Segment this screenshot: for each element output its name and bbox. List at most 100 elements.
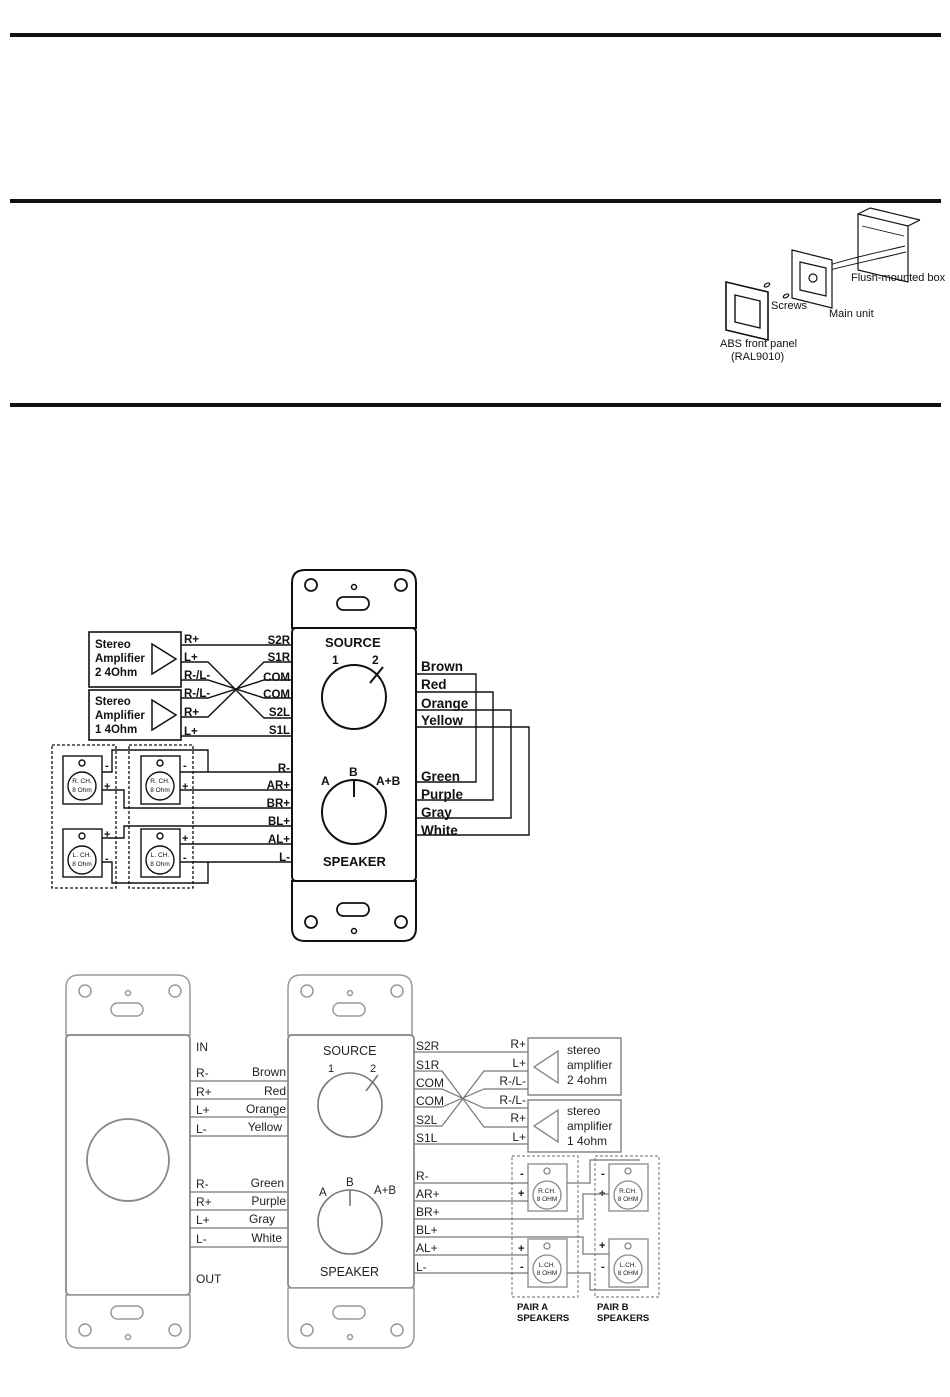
d2-source-label: SOURCE <box>323 1044 376 1058</box>
d2-speaker-wires <box>414 1159 640 1291</box>
d1-term-l-minus: L- <box>279 852 290 864</box>
d2-pair-b-label: PAIR B <box>597 1302 629 1313</box>
d1-speaker-b: B <box>349 765 358 779</box>
d2-rch-b-label: R.CH. <box>619 1188 637 1195</box>
d1-term-s2r: S2R <box>268 635 291 647</box>
d1-source-2: 2 <box>372 653 379 667</box>
d2-term-br-plus: BR+ <box>416 1205 440 1219</box>
d2-lch-b-ohm: 8 OHM <box>618 1270 639 1277</box>
d1-amp2-line3: 2 4Ohm <box>95 667 137 679</box>
d1-wire-red: Red <box>421 677 447 692</box>
d1-term-com-1: COM <box>263 672 290 684</box>
d2-selector-module <box>287 974 415 1349</box>
d1-source-knob <box>321 664 387 730</box>
d1-source-label: SOURCE <box>325 635 381 650</box>
section-rule-top <box>10 33 941 37</box>
front-panel-label: ABS front panel <box>720 338 797 350</box>
flush-box-shape <box>857 213 909 283</box>
d2-amp2-line3: 2 4ohm <box>567 1073 607 1087</box>
d2-pair-a-outline <box>511 1155 579 1298</box>
d1-term-br-plus: BR+ <box>267 798 291 810</box>
d2-term-s1l: S1L <box>416 1131 438 1145</box>
d1-amp2-line1: Stereo <box>95 639 131 651</box>
d2-speaker-label: SPEAKER <box>320 1265 379 1279</box>
d2-amp1-pin-common: R-/L- <box>499 1093 526 1107</box>
d1-spk-sign: + <box>104 829 110 841</box>
d2-pair-a-speakers: SPEAKERS <box>517 1313 569 1324</box>
d1-color-wires <box>416 673 530 836</box>
screws-label: Screws <box>771 300 808 312</box>
d1-term-s1r: S1R <box>268 652 291 664</box>
section-rule-bottom <box>10 403 941 407</box>
d2-speaker-a: A <box>319 1187 327 1199</box>
d2-volume-module <box>65 974 191 1349</box>
d1-lch-a-label: L. CH. <box>151 852 170 859</box>
d1-spk-sign: - <box>105 760 109 772</box>
d2-term-bl-plus: BL+ <box>416 1223 438 1237</box>
d1-rch-b-ohm: 8 Ohm <box>72 787 92 794</box>
d2-spk-sign: - <box>601 1261 605 1273</box>
d1-wire-orange: Orange <box>421 696 469 711</box>
d2-pair-b-outline <box>594 1155 660 1298</box>
d1-amp1-pin-l-plus: L+ <box>184 726 198 738</box>
front-panel-shape <box>725 280 769 342</box>
d2-term-al-plus: AL+ <box>416 1241 438 1255</box>
d2-out-label: OUT <box>196 1272 222 1286</box>
d2-amp-wires <box>414 1051 528 1145</box>
d2-color-yellow: Yellow <box>248 1120 283 1134</box>
d2-spk-sign: - <box>520 1168 524 1180</box>
screw-icon <box>763 282 771 288</box>
d2-color-purple: Purple <box>251 1194 286 1208</box>
d1-amp1-line1: Stereo <box>95 696 131 708</box>
d1-term-ar-plus: AR+ <box>267 780 291 792</box>
d1-rch-b-label: R. CH. <box>72 778 92 785</box>
diagram-1: SOURCE 1 2 A B A+B SPEAKER S2R S1R COM C… <box>51 569 530 942</box>
d2-rch-a-ohm: 8 OHM <box>537 1196 558 1203</box>
d1-lch-a-ohm: 8 Ohm <box>150 861 170 868</box>
d2-color-green: Green <box>251 1176 284 1190</box>
d1-amp2-line2: Amplifier <box>95 653 145 665</box>
d2-spk-sign: - <box>601 1168 605 1180</box>
d1-spk-sign: + <box>182 781 188 793</box>
d2-term-s2r: S2R <box>416 1039 440 1053</box>
d1-wire-purple: Purple <box>421 787 464 802</box>
d2-amp1-pin-l-plus: L+ <box>512 1130 526 1144</box>
d2-amp1-triangle-icon <box>532 1108 559 1144</box>
d1-spk-sign: + <box>104 781 110 793</box>
d2-in-r-minus: R- <box>196 1066 209 1080</box>
d1-term-s2l: S2L <box>269 707 290 719</box>
section-rule-middle <box>10 199 941 203</box>
d1-spk-sign: + <box>182 833 188 845</box>
d2-speaker-b: B <box>346 1177 354 1189</box>
d1-speaker-wires <box>102 749 292 884</box>
d2-lch-a-ohm: 8 OHM <box>537 1270 558 1277</box>
d1-speaker-a: A <box>321 774 330 788</box>
d1-amp2-pin-l-plus: L+ <box>184 652 198 664</box>
d1-wire-brown: Brown <box>421 659 463 674</box>
d1-speaker-label: SPEAKER <box>323 854 386 869</box>
d2-spk-sign: - <box>520 1261 524 1273</box>
d1-spk-sign: - <box>183 852 187 864</box>
d1-wire-yellow: Yellow <box>421 713 464 728</box>
d1-term-r-minus: R- <box>278 763 290 775</box>
d1-spk-sign: - <box>183 760 187 772</box>
flush-box-label: Flush-mounted box <box>851 272 946 284</box>
d2-source-2: 2 <box>370 1063 376 1075</box>
d1-term-com-2: COM <box>263 689 290 701</box>
d2-color-brown: Brown <box>252 1065 286 1079</box>
d2-term-com-1: COM <box>416 1076 444 1090</box>
d1-speaker-pair-a-outline <box>128 744 194 889</box>
front-panel-color-label: (RAL9010) <box>731 351 784 363</box>
d2-color-gray: Gray <box>249 1212 275 1226</box>
d1-lch-b-ohm: 8 Ohm <box>72 861 92 868</box>
d1-amp1-triangle-icon <box>151 698 178 732</box>
d2-in-label: IN <box>196 1040 208 1054</box>
d1-wire-green: Green <box>421 769 460 784</box>
d2-in-r-plus: R+ <box>196 1085 212 1099</box>
d1-lch-b-label: L. CH. <box>73 852 92 859</box>
d2-in-l-plus: L+ <box>196 1103 210 1117</box>
d1-speaker-ab: A+B <box>376 774 401 788</box>
d2-rch-a-label: R.CH. <box>538 1188 556 1195</box>
d1-rch-a-ohm: 8 Ohm <box>150 787 170 794</box>
